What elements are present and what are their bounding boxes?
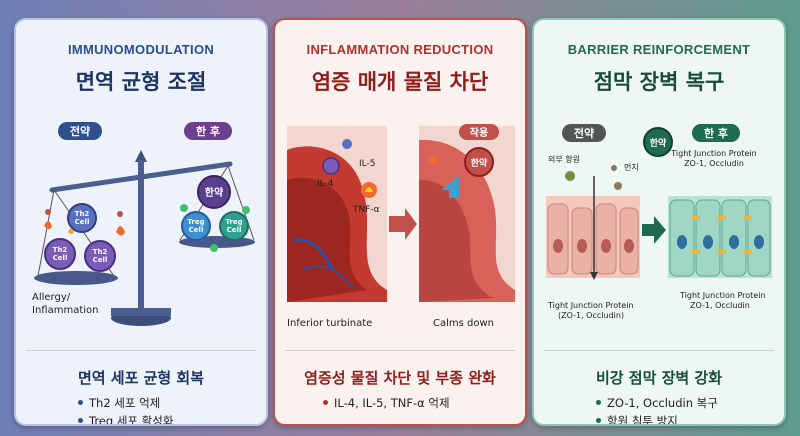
tj-top-line2: ZO-1, Occludin [684,159,744,168]
tj-left-line1: Tight Junction Protein [547,301,634,310]
allergy-label-line1: Allergy/ [32,292,71,303]
bullet-list: ZO-1, Occludin 복구 항원 침투 방지 [534,394,784,424]
turbinate-illustration: IL-5 IL-4 TNF-α 작용 한약 Inferior turbinate… [287,124,515,329]
barrier-illustration: 전약 한약 한 후 외부 항원 먼지 Tight [546,124,772,320]
arrow-icon [642,216,666,244]
svg-text:Cell: Cell [75,218,90,226]
divider [544,350,774,351]
before-label: 전약 [70,124,90,138]
bullet-list: Th2 세포 억제 Treg 세포 활성화 [16,394,266,424]
panel-title-ko: 염증 매개 물질 차단 [311,70,489,94]
il5-label: IL-5 [359,159,375,169]
svg-text:Cell: Cell [189,226,204,234]
panel-title-en: INFLAMMATION REDUCTION [306,42,494,57]
after-label: 한 후 [704,126,728,140]
action-label: 작용 [470,126,488,139]
treg-cell-right: Treg Cell [219,211,249,241]
after-label: 한 후 [196,124,220,138]
divider [26,350,256,351]
divider [285,350,515,351]
svg-text:한약: 한약 [650,137,667,149]
bullet-item: Th2 세포 억제 [78,394,266,412]
panel-inflammation-reduction: INFLAMMATION REDUCTION 염증 매개 물질 차단 IL-5 … [273,18,527,426]
dust-label: 먼지 [624,162,639,172]
svg-text:Cell: Cell [227,226,242,234]
svg-text:Th2: Th2 [53,246,68,254]
after-pill [184,122,232,140]
panel-barrier-reinforcement: BARRIER REINFORCEMENT 점막 장벽 복구 전약 한약 한 후… [532,18,786,426]
tj-right-line1: Tight Junction Protein [679,291,766,300]
antigen-label: 외부 항원 [548,154,580,164]
panel-summary: 면역 세포 균형 회복 [77,369,205,387]
bullet-item: 항원 침투 방지 [596,412,784,424]
svg-text:Cell: Cell [53,254,68,262]
panel-title-ko: 점막 장벽 복구 [593,70,725,94]
svg-text:한약: 한약 [471,157,488,169]
svg-text:Treg: Treg [225,218,242,226]
panel-title-en: IMMUNOMODULATION [67,42,215,57]
bullet-item: IL-4, IL-5, TNF-α 억제 [323,394,525,412]
tnf-label: TNF-α [352,205,380,215]
panel-title-ko: 면역 균형 조절 [75,70,207,94]
svg-text:Th2: Th2 [93,248,108,256]
herb-ball: 한약 [643,127,673,157]
th2-cell-top: Th2 Cell [67,203,97,233]
herb-ball: 한약 [197,175,231,209]
panel-immunomodulation: IMMUNOMODULATION 면역 균형 조절 전약 한 후 Th2 Cel… [14,18,268,426]
il4-label: IL-4 [317,179,334,189]
svg-text:Treg: Treg [187,218,204,226]
bullet-item: Treg 세포 활성화 [78,412,266,424]
panel-summary: 비강 점막 장벽 강화 [595,369,723,387]
svg-text:Th2: Th2 [75,210,90,218]
treg-cell-left: Treg Cell [181,211,211,241]
before-pill [58,122,102,140]
th2-cell-left: Th2 Cell [44,238,76,270]
tj-right-line2: ZO-1, Occludin [690,301,750,310]
tj-left-line2: (ZO-1, Occludin) [558,311,624,320]
herb-ball: 한약 [464,147,494,177]
bullet-list: IL-4, IL-5, TNF-α 억제 [275,394,525,412]
action-pill [459,124,499,140]
panel-title-en: BARRIER REINFORCEMENT [567,42,751,57]
allergy-label-line2: Inflammation [32,305,98,316]
panel-summary: 염증성 물질 차단 및 부종 완화 [304,369,496,387]
inferior-turbinate-label: Inferior turbinate [287,318,372,329]
arrow-icon [389,208,417,240]
svg-text:Cell: Cell [93,256,108,264]
svg-text:한약: 한약 [205,186,224,199]
arrow-icon [441,176,459,198]
calms-down-label: Calms down [433,318,494,329]
after-pill [692,124,740,142]
balance-scale-illustration: 전약 한 후 Th2 Cell Th2 Cell Th2 [32,122,255,326]
bullet-item: ZO-1, Occludin 복구 [596,394,784,412]
before-label: 전약 [574,126,594,140]
th2-cell-right: Th2 Cell [84,240,116,272]
tj-top-line1: Tight Junction Protein [670,149,757,158]
before-pill [562,124,606,142]
